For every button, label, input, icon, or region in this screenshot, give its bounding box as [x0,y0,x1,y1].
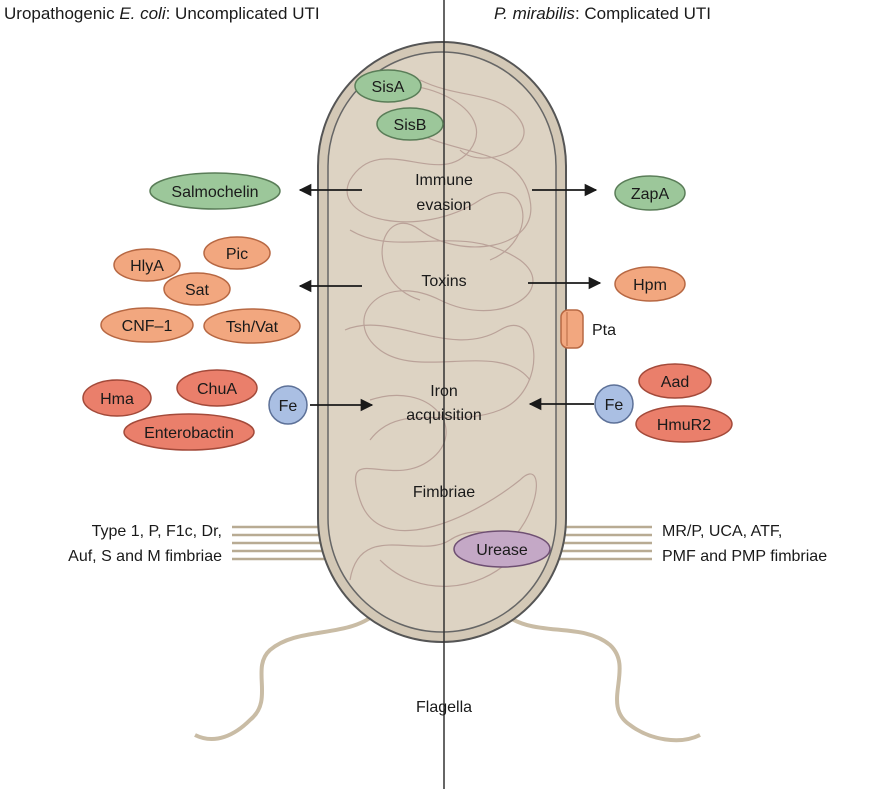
fimbriae-right-line-1: MR/P, UCA, ATF, [662,523,782,540]
iron-acquisition-label-1: Iron [430,383,458,400]
factor-pic: Pic [203,236,271,270]
factor-hlya: HlyA [113,248,181,282]
flagella-label: Flagella [416,699,472,716]
iron-acquisition-label-2: acquisition [406,407,482,424]
svg-text:Hpm: Hpm [633,277,667,294]
factor-chua: ChuA [176,369,258,407]
immune-evasion-label-1: Immune [415,172,473,189]
svg-text:SisB: SisB [394,117,427,134]
header-left-organism: Uropathogenic [4,4,120,23]
factor-tsh-vat: Tsh/Vat [203,308,301,344]
bacterial-cell [317,41,567,643]
header-left: Uropathogenic E. coli: Uncomplicated UTI [4,4,320,24]
fimbriae-right [552,525,652,561]
svg-text:Sat: Sat [185,282,210,299]
fimbriae-left [232,525,332,561]
immune-evasion-label-2: evasion [416,197,471,214]
header-right: P. mirabilis: Complicated UTI [494,4,711,24]
svg-text:SisA: SisA [372,79,405,96]
header-right-organism-italic: P. mirabilis [494,4,575,23]
svg-text:HmuR2: HmuR2 [657,417,711,434]
svg-text:Enterobactin: Enterobactin [144,425,234,442]
svg-text:Tsh/Vat: Tsh/Vat [226,319,279,336]
fimbriae-right-line-2: PMF and PMP fimbriae [662,548,827,565]
svg-text:Pic: Pic [226,246,248,263]
factor-cnf1: CNF–1 [100,307,194,343]
factor-zapa: ZapA [614,175,686,211]
svg-text:Pta: Pta [592,322,616,339]
factor-urease: Urease [453,530,551,568]
factor-aad: Aad [638,363,712,399]
iron-fe-right: Fe [594,384,634,424]
svg-text:Aad: Aad [661,374,689,391]
flagellum-right [498,608,701,743]
svg-text:ZapA: ZapA [631,186,670,203]
header-left-organism-italic: E. coli [119,4,166,23]
fimbriae-left-line-2: Auf, S and M fimbriae [68,548,222,565]
svg-text:CNF–1: CNF–1 [122,318,173,335]
iron-fe-left: Fe [268,385,308,425]
factor-enterobactin: Enterobactin [123,413,255,451]
header-right-condition: : Complicated UTI [574,4,711,23]
chromosome-squiggles [344,79,537,587]
svg-text:Hma: Hma [100,391,134,408]
fimbriae-label: Fimbriae [413,484,475,501]
factor-hma: Hma [82,379,152,417]
factor-hmur2: HmuR2 [635,405,733,443]
svg-text:Fe: Fe [279,398,298,415]
svg-text:Salmochelin: Salmochelin [171,184,258,201]
factor-sisa: SisA [354,69,422,103]
factor-salmochelin: Salmochelin [149,172,281,210]
flagellum-left [194,608,382,741]
factor-sisb: SisB [376,107,444,141]
factor-hpm: Hpm [614,266,686,302]
svg-text:Urease: Urease [476,542,528,559]
factor-pta: Pta [560,309,616,349]
factor-sat: Sat [163,272,231,306]
svg-text:ChuA: ChuA [197,381,237,398]
svg-text:Fe: Fe [605,397,624,414]
toxins-label: Toxins [421,273,466,290]
svg-text:HlyA: HlyA [130,258,164,275]
fimbriae-left-line-1: Type 1, P, F1c, Dr, [92,523,222,540]
header-left-condition: : Uncomplicated UTI [165,4,320,23]
